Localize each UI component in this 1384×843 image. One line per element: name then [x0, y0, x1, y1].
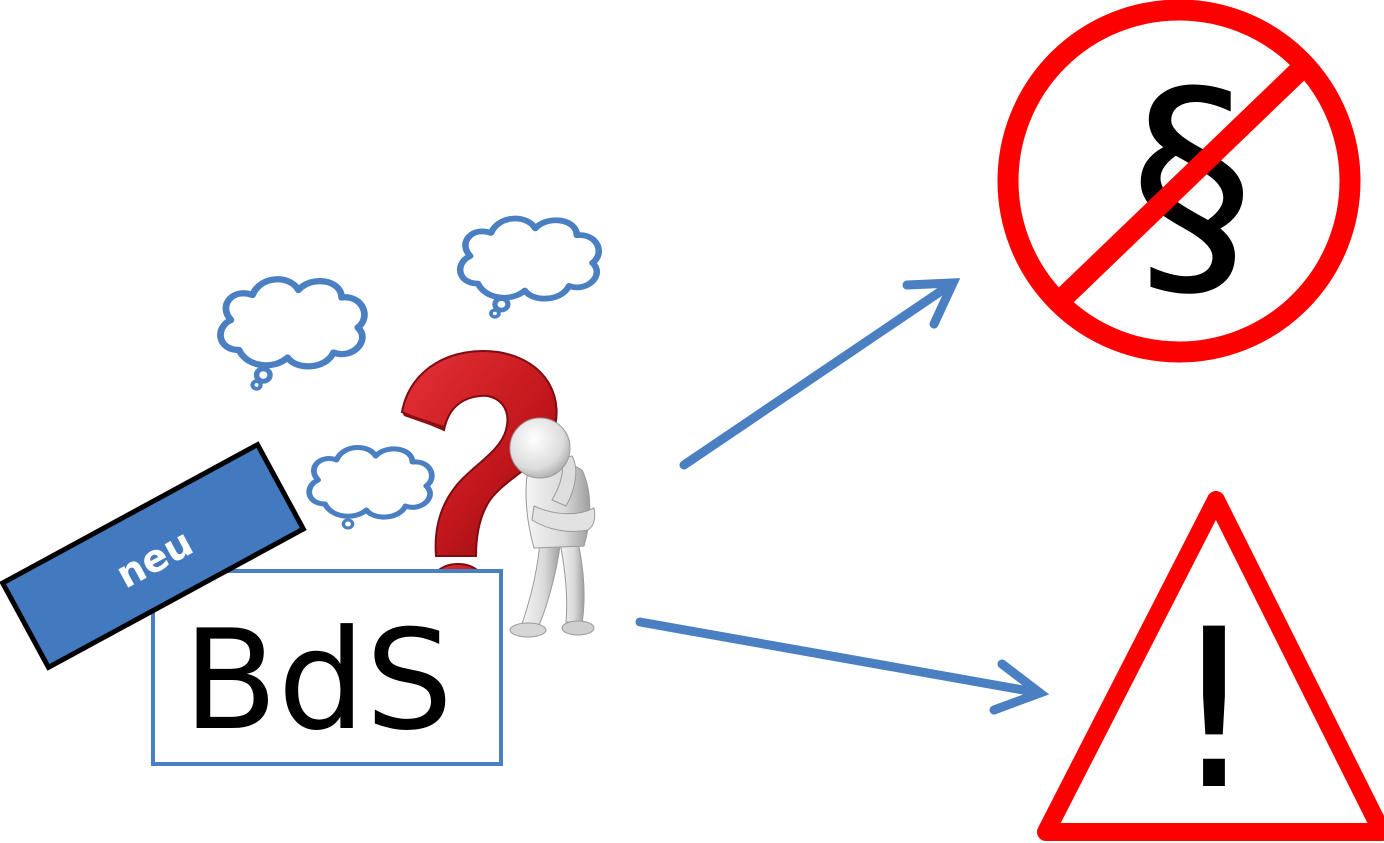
exclamation-symbol: ! — [1170, 582, 1258, 838]
thought-cloud-icon — [309, 447, 432, 528]
warning-triangle-icon: ! — [1046, 500, 1382, 838]
thought-cloud-icon — [220, 279, 364, 388]
bds-box-label: BdS — [183, 600, 453, 761]
arrow-down-right-icon — [640, 622, 1040, 710]
thinking-person-icon — [510, 418, 595, 637]
prohibition-sign-icon: § — [1008, 10, 1350, 352]
arrow-up-right-icon — [684, 283, 953, 465]
thought-cloud-icon — [460, 219, 599, 317]
